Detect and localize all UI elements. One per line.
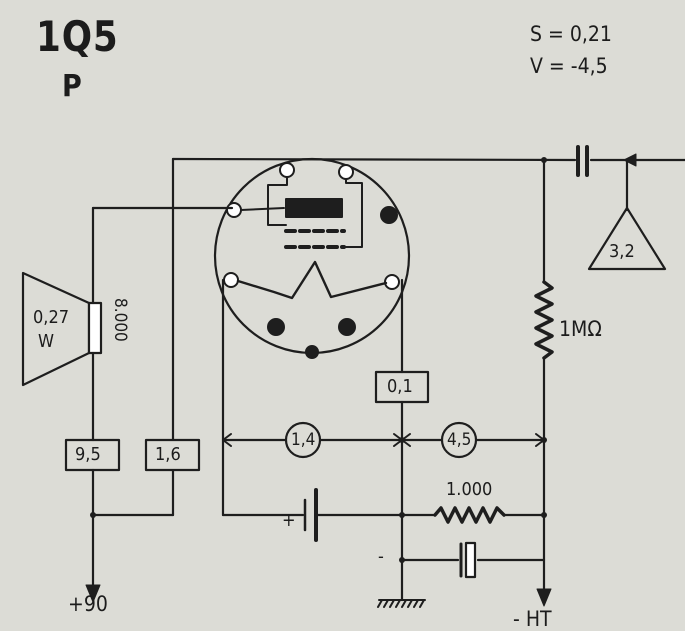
param-v: V = -4,5 xyxy=(530,54,608,78)
tube-pins xyxy=(223,162,400,359)
loudspeaker xyxy=(21,271,103,387)
speaker-power-unit: W xyxy=(38,331,55,352)
cathode-resistor xyxy=(433,506,506,524)
speaker-power: 0,27 xyxy=(33,307,70,328)
input-triangle-value: 3,2 xyxy=(609,241,635,262)
screen-current-box xyxy=(144,438,201,472)
plate-current-value: 9,5 xyxy=(75,444,101,465)
grid-leak-value: 1MΩ xyxy=(559,317,602,341)
tube-type: 1Q5 xyxy=(36,12,119,61)
tube-electrodes xyxy=(236,176,388,300)
param-s: S = 0,21 xyxy=(530,22,612,46)
coupling-capacitor xyxy=(576,145,589,177)
minus-ht-label: - HT xyxy=(513,607,552,631)
screen-current-value: 1,6 xyxy=(155,444,181,465)
filament-voltage-circle xyxy=(284,421,322,459)
plate-electrode xyxy=(285,198,343,218)
junction-dots xyxy=(90,157,547,563)
grid-leak-resistor xyxy=(534,280,554,360)
tube-suffix: P xyxy=(62,69,82,104)
grid-cap-value: 0,1 xyxy=(387,376,413,397)
battery-plus-label: + xyxy=(282,510,296,531)
input-triangle xyxy=(587,206,667,271)
plus-ht-label: +90 xyxy=(68,592,108,616)
tube-envelope xyxy=(213,157,411,355)
cathode-resistor-value: 1.000 xyxy=(446,479,493,500)
filament-voltage-value: 1,4 xyxy=(291,430,316,450)
ground-symbol xyxy=(377,599,426,608)
speaker-impedance: 8.000 xyxy=(110,298,130,342)
cap-minus-label: - xyxy=(378,546,384,567)
bias-voltage-value: 4,5 xyxy=(447,430,472,450)
filament xyxy=(236,260,388,300)
bias-voltage-circle xyxy=(440,421,478,459)
